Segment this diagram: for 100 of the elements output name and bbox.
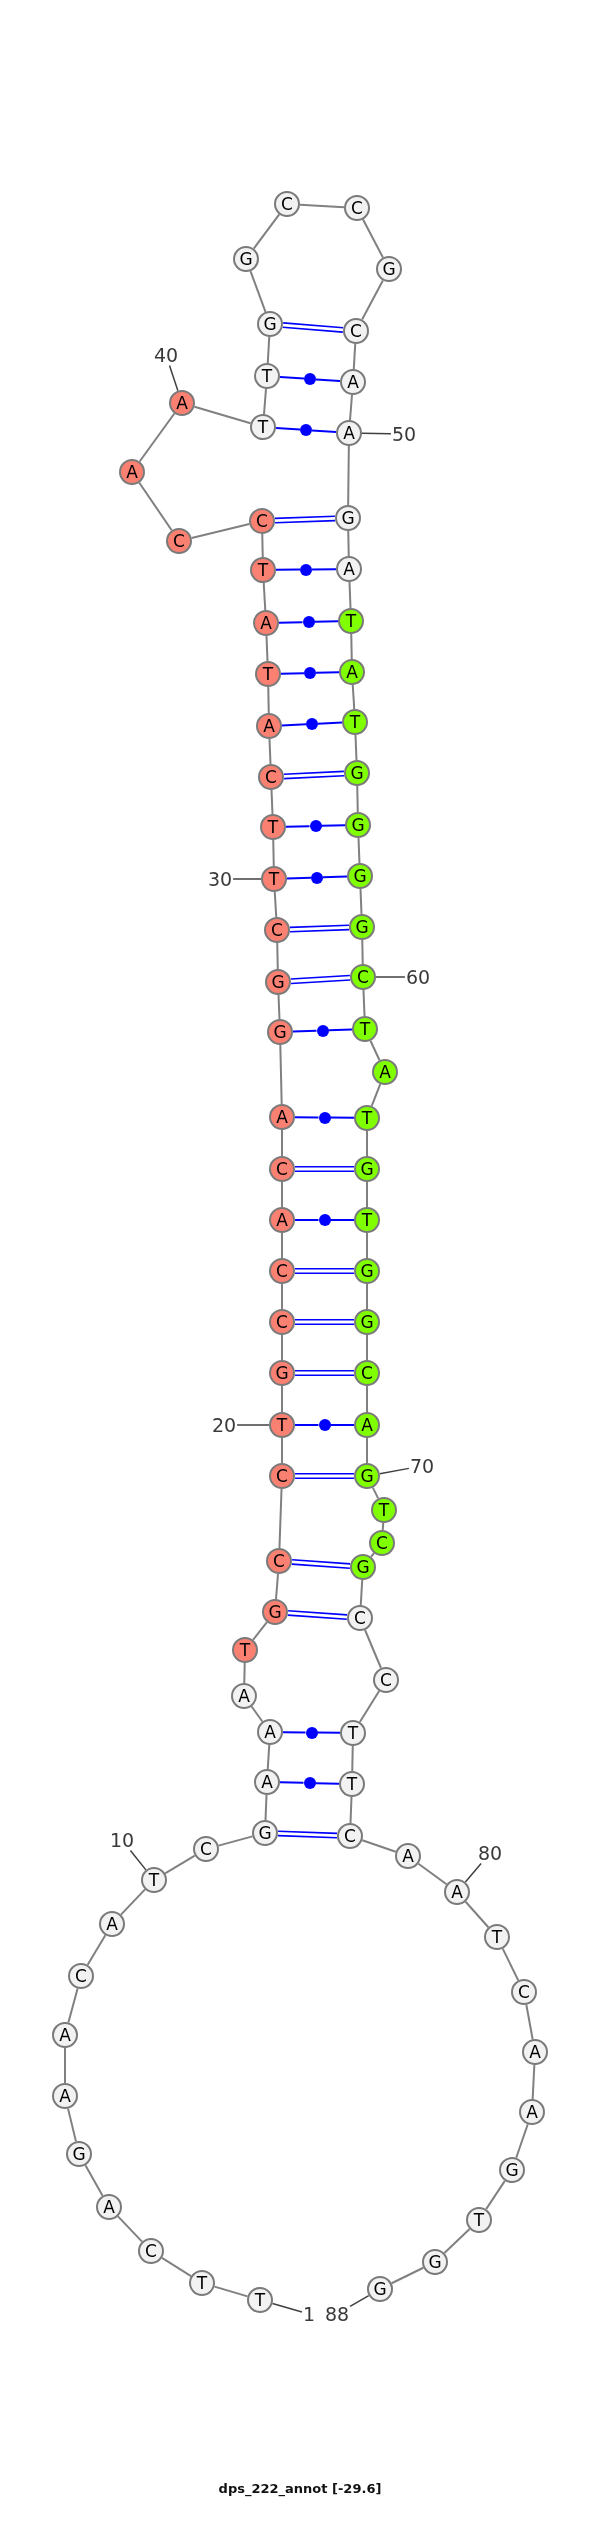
nucleotide-circle: A [372, 1059, 398, 1085]
backbone-line [366, 1437, 368, 1464]
nucleotide-circle: G [265, 969, 291, 995]
double-pair-line [283, 770, 345, 780]
backbone-line [64, 2047, 66, 2084]
base-pair-dot [318, 1214, 331, 1226]
nucleotide-circle: C [337, 1823, 363, 1849]
base-pair-dot [311, 871, 323, 884]
nucleotide-circle: T [339, 1771, 365, 1797]
nucleotide-circle: A [169, 390, 195, 416]
base-pair-line [282, 1731, 307, 1734]
nucleotide-circle: A [395, 1843, 421, 1869]
base-pair-line [315, 671, 340, 674]
nucleotide-circle: C [274, 191, 300, 217]
base-pair-line [278, 621, 304, 624]
backbone-line [515, 2123, 529, 2159]
position-number: 60 [405, 967, 431, 987]
base-pair-line [315, 378, 342, 383]
base-pair-line [329, 1424, 355, 1426]
backbone-line [366, 1283, 368, 1310]
base-pair-dot [309, 820, 322, 832]
backbone-line [267, 686, 270, 714]
nucleotide-circle: A [519, 2099, 545, 2125]
backbone-line [270, 789, 274, 815]
backbone-line [361, 1839, 397, 1853]
backbone-line [348, 581, 352, 609]
nucleotide-circle: G [233, 246, 259, 272]
nucleotide-circle: G [347, 863, 373, 889]
backbone-line [369, 1039, 381, 1062]
nucleotide-circle: G [349, 914, 375, 940]
double-pair-line [294, 1370, 355, 1376]
nucleotide-circle: T [371, 1497, 397, 1523]
nucleotide-circle: A [52, 2022, 78, 2048]
backbone-line [281, 1129, 283, 1157]
base-pair-line [285, 825, 311, 828]
nucleotide-circle: G [350, 1554, 376, 1580]
leader-line [236, 1424, 270, 1426]
backbone-line [266, 1744, 271, 1770]
double-pair-line [274, 515, 336, 524]
backbone-line [161, 2256, 192, 2278]
base-pair-dot [303, 1777, 316, 1789]
nucleotide-circle: T [354, 1207, 380, 1233]
backbone-line [265, 635, 269, 662]
base-pair-line [294, 1219, 320, 1221]
nucleotide-circle: T [189, 2270, 215, 2296]
double-pair-line [277, 1830, 338, 1839]
nucleotide-circle: G [354, 1309, 380, 1335]
nucleotide-circle: C [166, 528, 192, 554]
base-pair-line [311, 429, 338, 434]
backbone-line [359, 1579, 364, 1606]
leader-line [464, 1862, 482, 1883]
position-number: 30 [207, 869, 233, 889]
nucleotide-circle: C [373, 1667, 399, 1693]
nucleotide-circle: G [344, 760, 370, 786]
nucleotide-circle: T [260, 814, 286, 840]
backbone-line [193, 405, 252, 425]
base-pair-line [316, 1731, 341, 1734]
backbone-line [366, 1232, 368, 1259]
nucleotide-circle: G [262, 1599, 288, 1625]
nucleotide-circle: C [350, 964, 376, 990]
nucleotide-circle: T [141, 1867, 167, 1893]
nucleotide-circle: T [354, 1105, 380, 1131]
position-number: 1 [302, 2304, 316, 2324]
backbone-line [350, 633, 353, 660]
base-pair-line [278, 375, 305, 380]
double-pair-line [294, 1473, 355, 1479]
backbone-line [84, 2164, 104, 2197]
base-pair-dot [318, 1419, 331, 1431]
nucleotide-circle: G [354, 1463, 380, 1489]
backbone-line [252, 213, 281, 250]
base-pair-dot [305, 1726, 318, 1739]
base-pair-line [327, 1028, 353, 1032]
nucleotide-circle: C [269, 1258, 295, 1284]
double-pair-line [287, 1609, 348, 1621]
nucleotide-circle: C [269, 1156, 295, 1182]
backbone-line [361, 279, 384, 321]
backbone-line [249, 270, 267, 313]
position-number: 80 [477, 1843, 503, 1863]
nucleotide-circle: A [254, 1769, 280, 1795]
backbone-line [390, 2266, 425, 2285]
backbone-line [352, 343, 357, 370]
leader-line [379, 1467, 410, 1475]
nucleotide-circle: T [232, 1637, 258, 1663]
backbone-line [443, 2228, 471, 2254]
nucleotide-circle: C [269, 1463, 295, 1489]
backbone-line [347, 530, 350, 557]
backbone-line [381, 1522, 385, 1531]
backbone-line [359, 888, 363, 915]
position-number: 88 [324, 2304, 350, 2324]
backbone-line [362, 218, 384, 259]
base-pair-dot [318, 1111, 331, 1124]
nucleotide-circle: G [422, 2249, 448, 2275]
backbone-line [213, 2285, 249, 2298]
base-pair-dot [300, 424, 312, 436]
position-number: 70 [409, 1456, 435, 1476]
nucleotide-circle: T [250, 557, 276, 583]
base-pair-line [292, 1029, 318, 1033]
base-pair-line [281, 723, 307, 727]
backbone-line [366, 1181, 368, 1208]
backbone-line [351, 684, 356, 710]
